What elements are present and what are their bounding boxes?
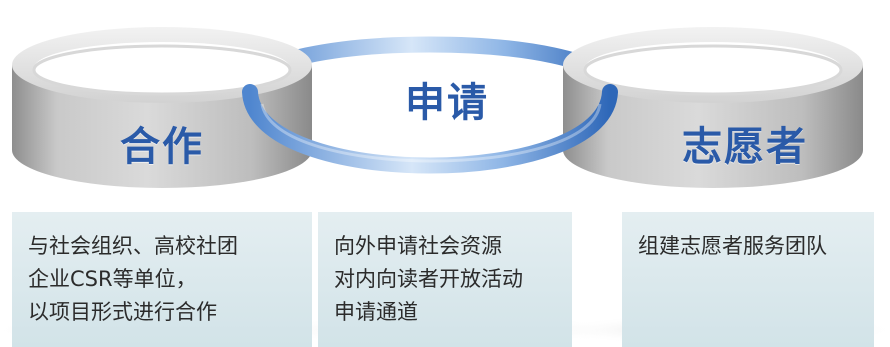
ring-label-cooperation: 合作 [120,124,204,170]
card-1-bg [12,212,312,347]
card-cooperation-line-2: 企业CSR等单位， [28,267,197,291]
card-application-line-2: 对内向读者开放活动 [334,267,523,291]
card-application: 向外申请社会资源 对内向读者开放活动 申请通道 [318,212,572,347]
card-cooperation: 与社会组织、高校社团 企业CSR等单位， 以项目形式进行合作 [12,212,312,347]
card-cooperation-line-3: 以项目形式进行合作 [28,300,217,324]
left-ring-shape [12,27,312,188]
card-3-bg [622,212,874,347]
blue-ring-front [242,84,618,174]
card-2-bg [318,212,572,347]
card-volunteers-line-1: 组建志愿者服务团队 [638,234,827,258]
card-cooperation-line-1: 与社会组织、高校社团 [28,234,238,258]
right-ring-shape [563,27,863,188]
ring-label-volunteers: 志愿者 [682,124,808,170]
ring-label-application: 申请 [405,80,489,126]
card-application-line-1: 向外申请社会资源 [334,234,502,258]
card-volunteers: 组建志愿者服务团队 [622,212,874,347]
card-application-line-3: 申请通道 [334,300,418,324]
